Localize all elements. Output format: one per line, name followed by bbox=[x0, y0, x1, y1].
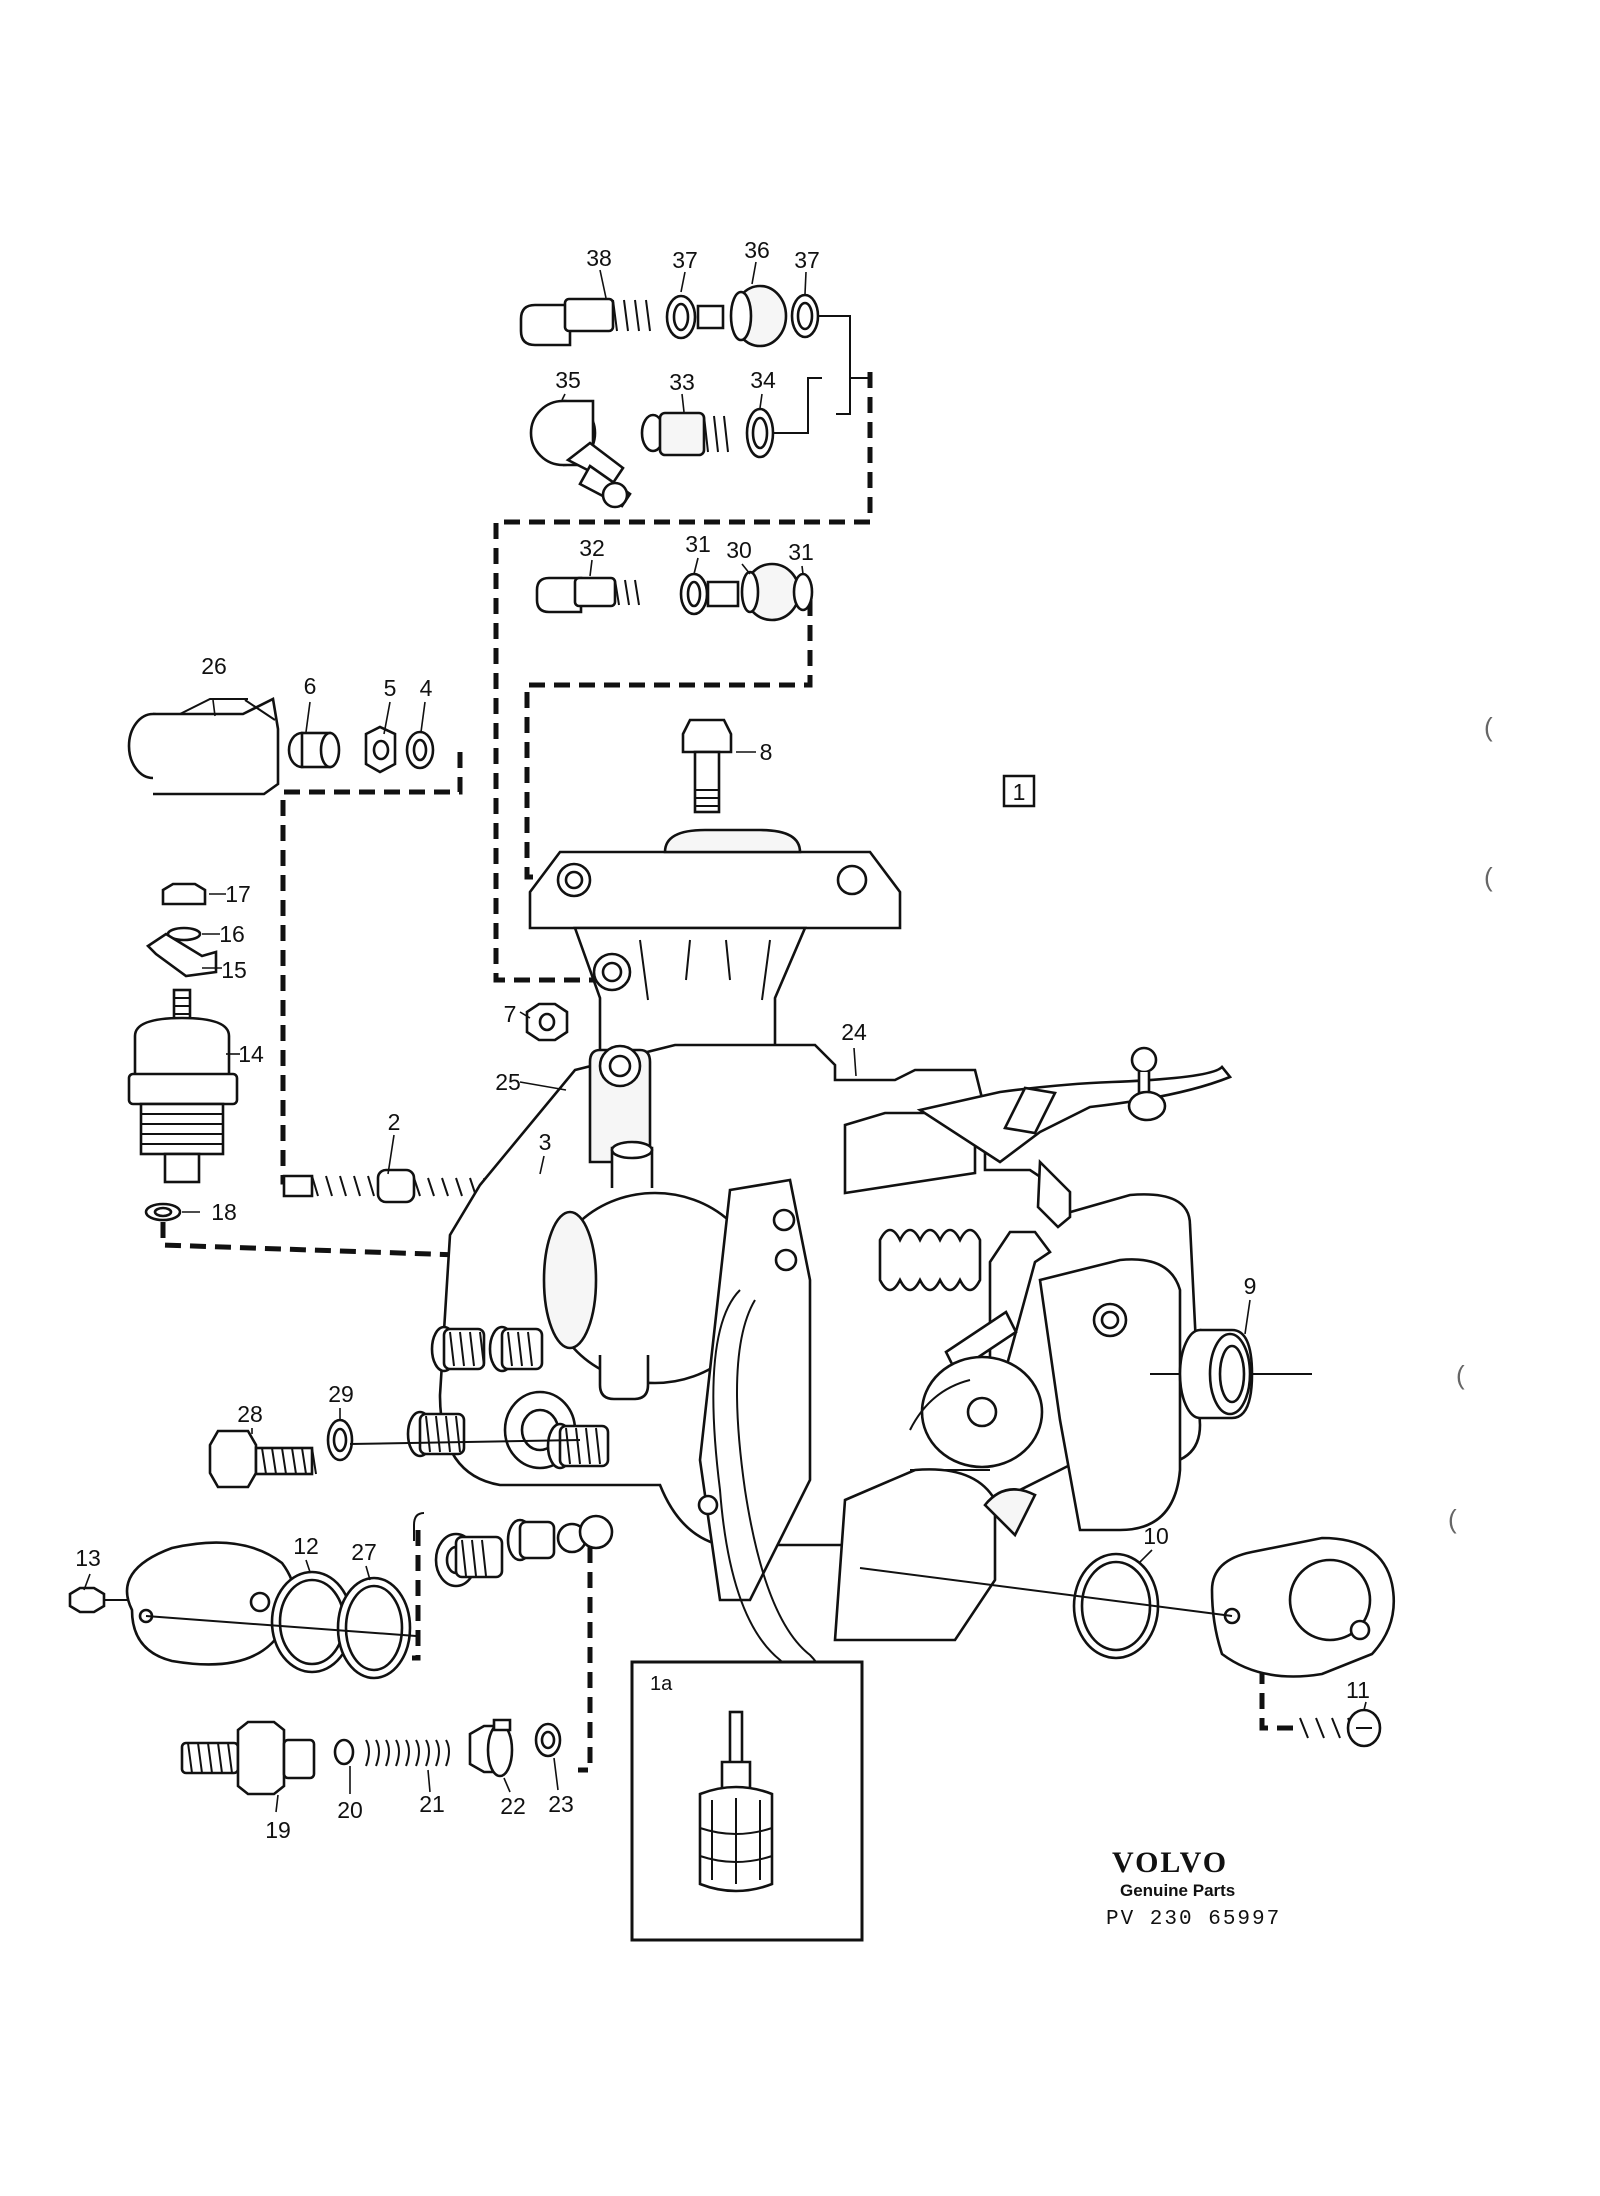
inset-label: 1a bbox=[650, 1673, 673, 1695]
edge-mark: ( bbox=[1484, 712, 1493, 742]
callout-9: 9 bbox=[1244, 1273, 1257, 1299]
assembly-label-box bbox=[1002, 774, 1036, 808]
callout-23: 23 bbox=[548, 1791, 574, 1817]
callout-2: 2 bbox=[388, 1109, 401, 1135]
solenoid-26-group bbox=[127, 697, 435, 796]
brand-subtitle: Genuine Parts bbox=[1120, 1881, 1235, 1900]
callout-7: 7 bbox=[504, 1001, 517, 1027]
injection-pump-body bbox=[438, 828, 1233, 1691]
callout-16: 16 bbox=[219, 921, 245, 947]
callout-33: 33 bbox=[669, 369, 695, 395]
callout-8: 8 bbox=[760, 739, 773, 765]
callout-17: 17 bbox=[225, 881, 251, 907]
callout-35: 35 bbox=[555, 367, 581, 393]
valve-19-23 bbox=[180, 1718, 562, 1796]
cap-35-fitting-33-washer-34 bbox=[529, 377, 822, 509]
callout-30: 30 bbox=[726, 537, 752, 563]
callout-31-right: 31 bbox=[788, 539, 814, 565]
inset-1a bbox=[630, 1660, 864, 1942]
callout-27: 27 bbox=[351, 1539, 377, 1565]
callout-12: 12 bbox=[293, 1533, 319, 1559]
right-seals-9-10-11 bbox=[859, 1328, 1396, 1748]
callout-36: 36 bbox=[744, 237, 770, 263]
edge-mark: ( bbox=[1448, 1504, 1457, 1534]
callout-5: 5 bbox=[384, 675, 397, 701]
callout-15: 15 bbox=[221, 957, 247, 983]
callout-31-left: 31 bbox=[685, 531, 711, 557]
callout-32: 32 bbox=[579, 535, 605, 561]
callout-37-left: 37 bbox=[672, 247, 698, 273]
callout-18: 18 bbox=[211, 1199, 237, 1225]
callout-34: 34 bbox=[750, 367, 776, 393]
brand-logo: VOLVO bbox=[1112, 1846, 1228, 1879]
volvo-genuine-parts-stamp: VOLVO Genuine Parts PV 230 65997 bbox=[1106, 1846, 1281, 1931]
callout-29: 29 bbox=[328, 1381, 354, 1407]
edge-mark: ( bbox=[1456, 1360, 1465, 1390]
callout-11: 11 bbox=[1346, 1677, 1370, 1703]
assembly-label: 1 bbox=[1013, 779, 1026, 805]
callout-20: 20 bbox=[337, 1797, 363, 1823]
callout-13: 13 bbox=[75, 1545, 101, 1571]
scan-edge-marks: ( ( ( ( bbox=[1448, 712, 1493, 1534]
left-fittings bbox=[208, 1325, 614, 1588]
leader-lines bbox=[83, 261, 1367, 1813]
banjo-bolt-38-group bbox=[519, 284, 872, 415]
callout-4: 4 bbox=[420, 675, 433, 701]
callout-14: 14 bbox=[238, 1041, 264, 1067]
banjo-bolt-32-group bbox=[535, 562, 814, 622]
callout-6: 6 bbox=[304, 673, 317, 699]
callout-21: 21 bbox=[419, 1791, 445, 1817]
callout-38: 38 bbox=[586, 245, 612, 271]
callout-10: 10 bbox=[1143, 1523, 1169, 1549]
callout-19: 19 bbox=[265, 1817, 291, 1843]
callout-25: 25 bbox=[495, 1069, 521, 1095]
sensor-14-group bbox=[127, 882, 239, 1222]
callout-24: 24 bbox=[841, 1019, 867, 1045]
callout-37-right: 37 bbox=[794, 247, 820, 273]
callout-22: 22 bbox=[500, 1793, 526, 1819]
part-code: PV 230 65997 bbox=[1106, 1908, 1281, 1931]
callout-26: 26 bbox=[201, 653, 227, 679]
callout-3: 3 bbox=[539, 1129, 552, 1155]
cover-plate-13-12-27 bbox=[68, 1541, 417, 1680]
edge-mark: ( bbox=[1484, 862, 1493, 892]
callout-numbers: 38 37 36 37 35 33 34 32 31 30 31 26 6 5 … bbox=[75, 237, 1370, 1843]
bolt-8 bbox=[681, 718, 733, 814]
callout-28: 28 bbox=[237, 1401, 263, 1427]
